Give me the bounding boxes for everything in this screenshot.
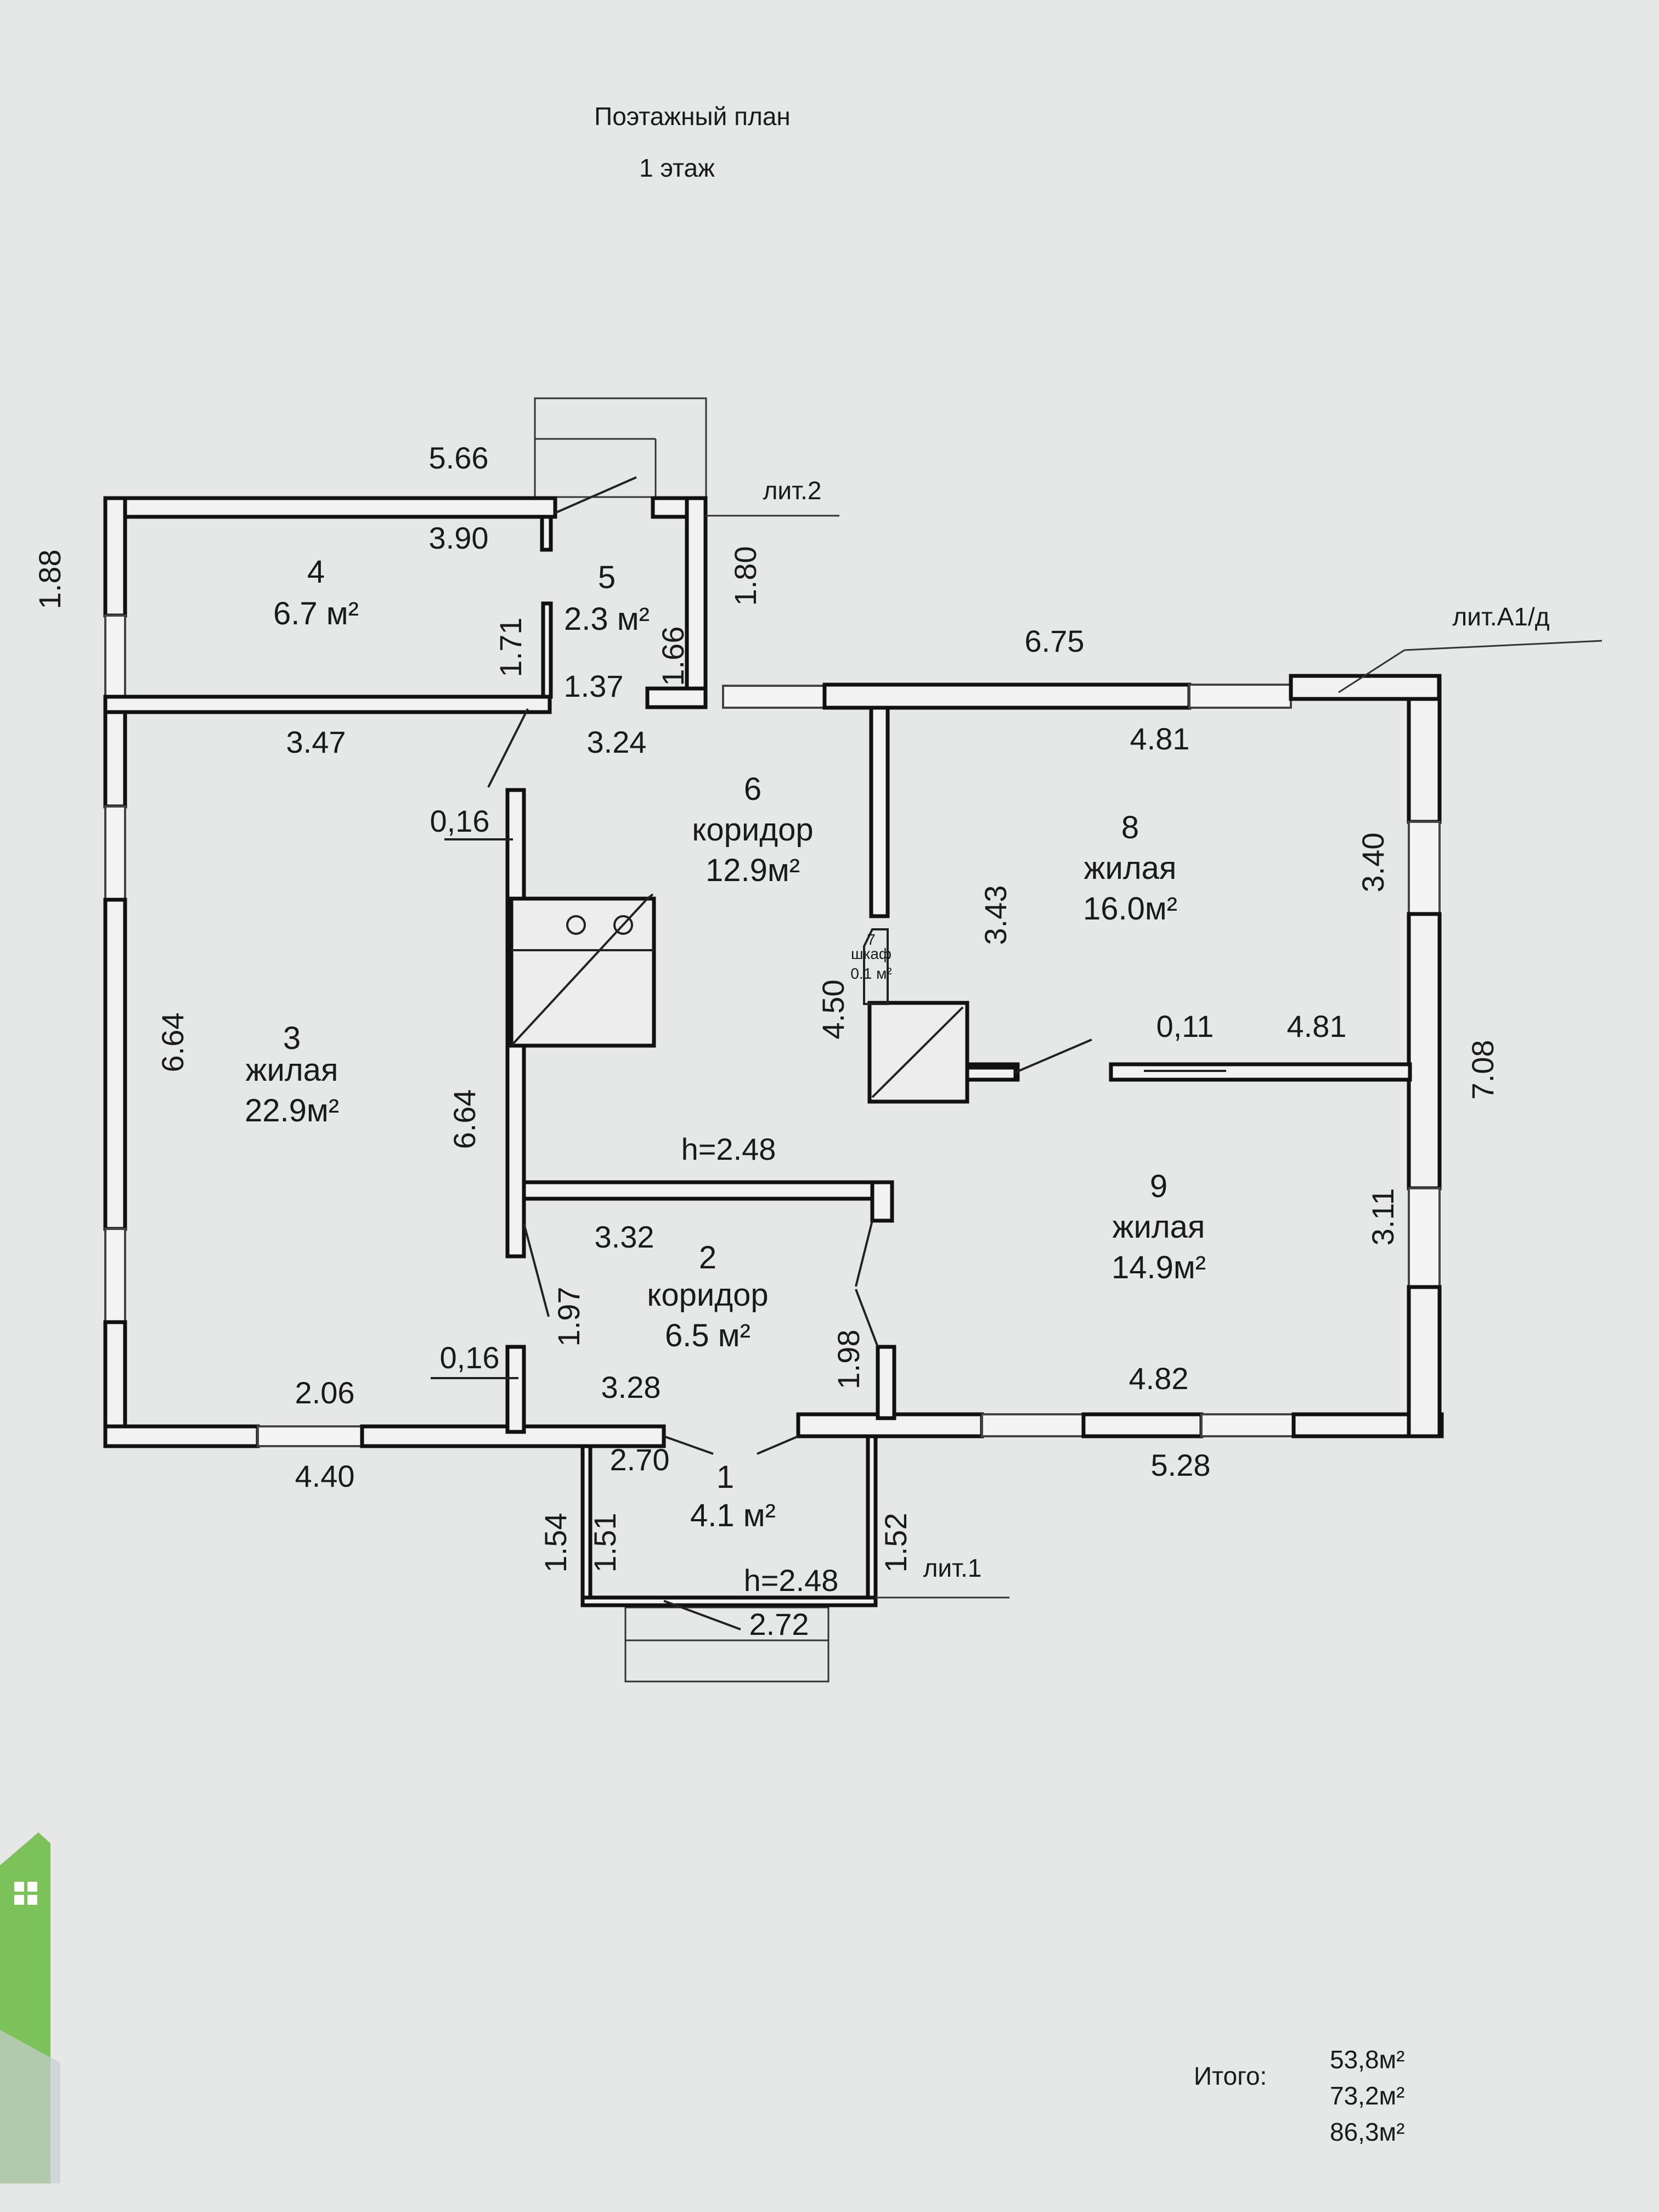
dim-6-64-inner: 6.64 xyxy=(447,1090,482,1149)
room-9-type: жилая xyxy=(1113,1209,1205,1245)
room-9-area: 14.9м² xyxy=(1111,1250,1206,1285)
dim-4-40: 4.40 xyxy=(295,1459,355,1493)
room-1-area: 4.1 м² xyxy=(690,1498,776,1533)
room-6-type: коридор xyxy=(692,812,813,848)
label-lit-a1: лит.А1/д xyxy=(1452,602,1549,631)
room-5-area: 2.3 м² xyxy=(564,601,650,637)
room-labels: 4 6.7 м² 5 2.3 м² 6 коридор 12.9м² 7 шка… xyxy=(245,554,1206,1533)
dim-2-70: 2.70 xyxy=(610,1442,670,1477)
dim-0-11: 0,11 xyxy=(1156,1009,1214,1043)
dim-1-88: 1.88 xyxy=(32,550,67,610)
dim-3-32: 3.32 xyxy=(595,1220,654,1254)
dim-3-24: 3.24 xyxy=(587,725,647,759)
room-6-number: 6 xyxy=(744,771,761,807)
dim-1-51: 1.51 xyxy=(588,1513,622,1573)
dim-4-81-top: 4.81 xyxy=(1130,721,1190,756)
stove xyxy=(509,896,656,1048)
total-value-3: 86,3м² xyxy=(1330,2118,1404,2146)
label-lit-2: лит.2 xyxy=(763,476,822,505)
floor-label: 1 этаж xyxy=(639,154,715,182)
plan-title: Поэтажный план xyxy=(594,102,791,131)
dim-1-97: 1.97 xyxy=(551,1287,586,1347)
dim-6-64-left: 6.64 xyxy=(155,1013,190,1073)
dim-2-06: 2.06 xyxy=(295,1375,355,1410)
walls xyxy=(103,496,1444,1607)
dim-7-08: 7.08 xyxy=(1465,1040,1500,1100)
dim-0-16-bottom: 0,16 xyxy=(440,1340,500,1375)
dim-5-28: 5.28 xyxy=(1151,1448,1211,1482)
dim-1-66: 1.66 xyxy=(656,627,690,686)
totals-block: Итого: 53,8м² 73,2м² 86,3м² xyxy=(1194,2045,1404,2146)
room-5-number: 5 xyxy=(598,560,616,595)
room-2-type: коридор xyxy=(647,1277,768,1313)
dim-1-52: 1.52 xyxy=(878,1513,913,1573)
dim-1-54: 1.54 xyxy=(538,1513,573,1573)
label-lit-1: лит.1 xyxy=(923,1554,982,1582)
room-7-type: шкаф xyxy=(851,945,891,962)
dim-6-75: 6.75 xyxy=(1025,624,1085,658)
dim-4-82: 4.82 xyxy=(1129,1361,1189,1396)
house-logo-icon xyxy=(0,1832,60,2183)
dim-1-80: 1.80 xyxy=(728,546,763,606)
dim-height-main: h=2.48 xyxy=(681,1132,776,1166)
dim-3-11: 3.11 xyxy=(1365,1188,1400,1246)
dim-4-50: 4.50 xyxy=(816,980,850,1040)
total-value-2: 73,2м² xyxy=(1330,2081,1404,2110)
dim-0-16-top: 0,16 xyxy=(430,804,490,838)
dim-1-71: 1.71 xyxy=(493,618,528,678)
total-value-1: 53,8м² xyxy=(1330,2045,1404,2074)
dim-height-porch: h=2.48 xyxy=(744,1563,839,1598)
room-4-number: 4 xyxy=(307,554,325,590)
dim-3-47: 3.47 xyxy=(286,725,346,759)
room-8-number: 8 xyxy=(1121,810,1139,845)
dim-3-90: 3.90 xyxy=(429,521,489,555)
totals-label: Итого: xyxy=(1194,2062,1267,2090)
dim-1-37: 1.37 xyxy=(564,669,624,703)
dim-3-40: 3.40 xyxy=(1356,833,1390,893)
room-7-area: 0.1 м² xyxy=(850,965,891,982)
room-2-number: 2 xyxy=(699,1240,716,1276)
dim-5-66: 5.66 xyxy=(429,441,489,475)
dim-3-28: 3.28 xyxy=(601,1370,661,1404)
room-9-number: 9 xyxy=(1150,1169,1167,1204)
room-4-area: 6.7 м² xyxy=(273,596,359,631)
room-3-type: жилая xyxy=(246,1052,338,1088)
room-7-number: 7 xyxy=(867,931,876,948)
room-2-area: 6.5 м² xyxy=(665,1318,751,1353)
room-3-area: 22.9м² xyxy=(245,1093,339,1128)
chimney-block xyxy=(863,928,1018,1104)
dim-1-98: 1.98 xyxy=(831,1330,866,1390)
room-8-type: жилая xyxy=(1084,850,1177,886)
door-lines xyxy=(431,476,1602,1630)
dim-3-43: 3.43 xyxy=(978,885,1013,945)
dim-2-72: 2.72 xyxy=(749,1607,809,1641)
room-3-number: 3 xyxy=(283,1020,301,1056)
room-8-area: 16.0м² xyxy=(1083,891,1177,927)
annex-outlines xyxy=(534,397,830,1683)
dim-4-81-mid: 4.81 xyxy=(1287,1009,1347,1043)
dimensions: 5.66 3.90 1.37 3.47 3.24 6.75 4.81 0,16 … xyxy=(32,441,1500,1641)
room-1-number: 1 xyxy=(716,1459,734,1495)
room-6-area: 12.9м² xyxy=(706,853,800,888)
